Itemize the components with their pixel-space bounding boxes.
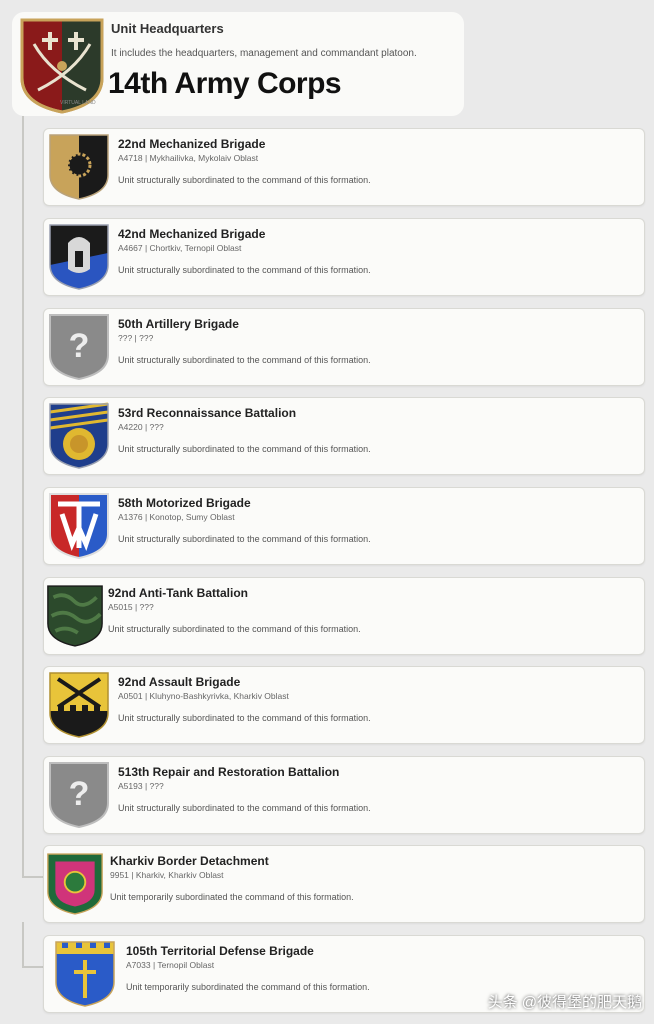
- tw-shield-patch-icon: [49, 493, 109, 560]
- unit-card[interactable]: 42nd Mechanized Brigade A4667 | Chortkiv…: [43, 218, 645, 296]
- tree-connector: [22, 922, 24, 968]
- unit-name: 42nd Mechanized Brigade: [118, 227, 266, 241]
- svg-text:?: ?: [69, 327, 90, 365]
- unit-note: Unit structurally subordinated to the co…: [118, 444, 371, 454]
- unit-note: Unit temporarily subordinated the comman…: [110, 892, 354, 902]
- lion-shield-patch-icon: [49, 402, 109, 469]
- unit-card[interactable]: 53rd Reconnaissance Battalion A4220 | ??…: [43, 397, 645, 475]
- tree-branch: [22, 966, 44, 968]
- svg-text:?: ?: [69, 775, 90, 813]
- sun-shield-patch-icon: [49, 134, 109, 200]
- unit-name: 53rd Reconnaissance Battalion: [118, 406, 297, 420]
- unit-meta: 9951 | Kharkiv, Kharkiv Oblast: [110, 870, 224, 880]
- unit-meta: A4667 | Chortkiv, Ternopil Oblast: [118, 243, 242, 253]
- unit-meta: A0501 | Kluhyno-Bashkyrivka, Kharkiv Obl…: [118, 691, 289, 701]
- unit-name: 58th Motorized Brigade: [118, 496, 251, 510]
- unit-name: 92nd Anti-Tank Battalion: [108, 586, 249, 600]
- unit-card[interactable]: Kharkiv Border Detachment 9951 | Kharkiv…: [43, 845, 645, 923]
- unit-meta: A4220 | ???: [118, 422, 164, 432]
- unit-name: 105th Territorial Defense Brigade: [126, 944, 314, 958]
- unit-note: Unit structurally subordinated to the co…: [118, 713, 371, 723]
- unit-name: Kharkiv Border Detachment: [110, 854, 269, 868]
- border-guard-patch-icon: [47, 853, 103, 915]
- unit-card[interactable]: 92nd Assault Brigade A0501 | Kluhyno-Bas…: [43, 666, 645, 744]
- unit-note: Unit temporarily subordinated the comman…: [126, 982, 370, 992]
- unit-card[interactable]: 92nd Anti-Tank Battalion A5015 | ??? Uni…: [43, 577, 645, 655]
- unit-meta: A5193 | ???: [118, 781, 164, 791]
- page-title: 14th Army Corps: [108, 67, 342, 100]
- unit-card[interactable]: 58th Motorized Brigade A1376 | Konotop, …: [43, 487, 645, 565]
- unit-note: Unit structurally subordinated to the co…: [118, 534, 371, 544]
- unit-name: 513th Repair and Restoration Battalion: [118, 765, 340, 779]
- unknown-shield-patch-icon: ?: [49, 762, 109, 829]
- unit-note: Unit structurally subordinated to the co…: [118, 175, 371, 185]
- hq-description: It includes the headquarters, management…: [111, 48, 417, 59]
- helmet-shield-patch-icon: [49, 224, 109, 290]
- unit-card[interactable]: ? 50th Artillery Brigade ??? | ??? Unit …: [43, 308, 645, 386]
- unit-note: Unit structurally subordinated to the co…: [108, 624, 361, 634]
- tree-connector: [22, 116, 24, 876]
- unit-note: Unit structurally subordinated to the co…: [118, 355, 371, 365]
- hq-card: VIRTUAL LAND Unit Headquarters It includ…: [12, 12, 464, 116]
- unit-meta: A4718 | Mykhailivka, Mykolaiv Oblast: [118, 153, 259, 163]
- watermark: 头条 @彼得堡的肥天鹅: [487, 994, 642, 1011]
- cross-shield-patch-icon: [55, 941, 115, 1007]
- unit-name: 22nd Mechanized Brigade: [118, 137, 266, 151]
- unknown-shield-patch-icon: ?: [49, 314, 109, 381]
- hq-subtitle: Unit Headquarters: [111, 21, 224, 36]
- unit-meta: ??? | ???: [118, 333, 154, 343]
- unit-note: Unit structurally subordinated to the co…: [118, 803, 371, 813]
- emblem-mark: VIRTUAL LAND: [60, 100, 96, 106]
- tree-branch: [22, 876, 44, 878]
- unit-card[interactable]: 22nd Mechanized Brigade A4718 | Mykhaili…: [43, 128, 645, 206]
- camo-shield-patch-icon: [47, 585, 103, 647]
- unit-meta: A5015 | ???: [108, 602, 154, 612]
- unit-card[interactable]: ? 513th Repair and Restoration Battalion…: [43, 756, 645, 834]
- crossed-rifles-shield-patch-icon: [49, 672, 109, 738]
- unit-note: Unit structurally subordinated to the co…: [118, 265, 371, 275]
- unit-name: 50th Artillery Brigade: [118, 317, 239, 331]
- unit-meta: A1376 | Konotop, Sumy Oblast: [118, 512, 235, 522]
- unit-name: 92nd Assault Brigade: [118, 675, 241, 689]
- crossed-sabres-crosses-emblem-icon: [20, 18, 104, 114]
- unit-card[interactable]: 105th Territorial Defense Brigade A7033 …: [43, 935, 645, 1013]
- unit-meta: A7033 | Ternopil Oblast: [126, 960, 215, 970]
